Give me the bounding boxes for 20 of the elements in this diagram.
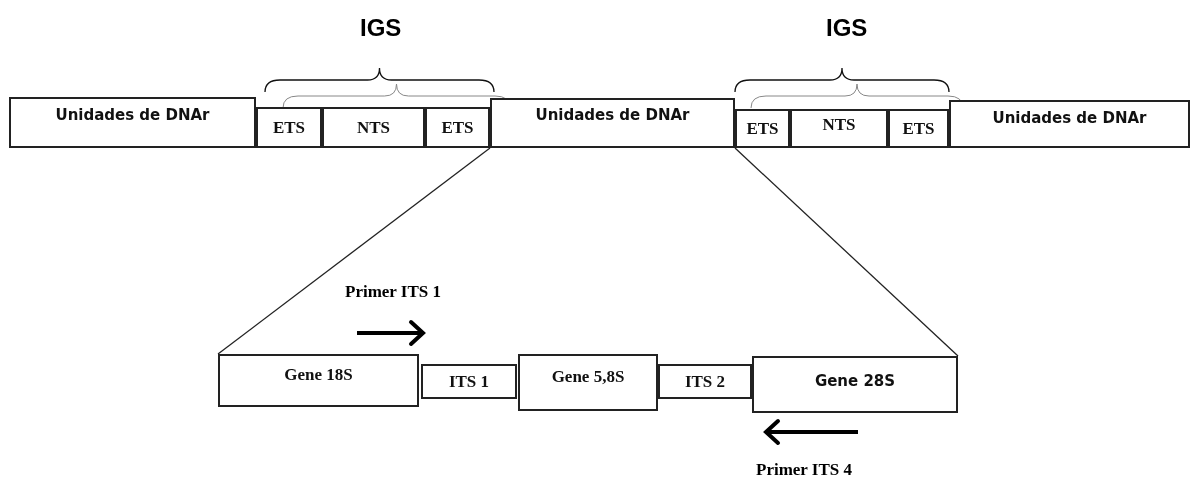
dna-segment-box: NTS: [790, 109, 888, 148]
gene-region-box: ITS 1: [421, 364, 517, 399]
primer-label: Primer ITS 4: [756, 460, 852, 480]
dna-segment-box: NTS: [322, 107, 425, 148]
zoom-line: [734, 147, 959, 357]
gene-region-box: Gene 5,8S: [518, 354, 658, 411]
dna-segment-box: Unidades de DNAr: [949, 100, 1190, 148]
gene-region-box: ITS 2: [658, 364, 752, 399]
dna-segment-box: ETS: [888, 109, 949, 148]
region-label: IGS: [360, 14, 402, 42]
primer-label: Primer ITS 1: [345, 282, 441, 302]
dna-segment-box: Unidades de DNAr: [490, 98, 735, 148]
dna-segment-box: ETS: [256, 107, 322, 148]
zoom-line: [217, 147, 491, 355]
region-label: IGS: [826, 14, 868, 42]
gene-region-box: Gene 28S: [752, 356, 958, 413]
dna-segment-box: Unidades de DNAr: [9, 97, 256, 148]
dna-segment-box: ETS: [735, 109, 790, 148]
dna-segment-box: ETS: [425, 107, 490, 148]
gene-region-box: Gene 18S: [218, 354, 419, 407]
